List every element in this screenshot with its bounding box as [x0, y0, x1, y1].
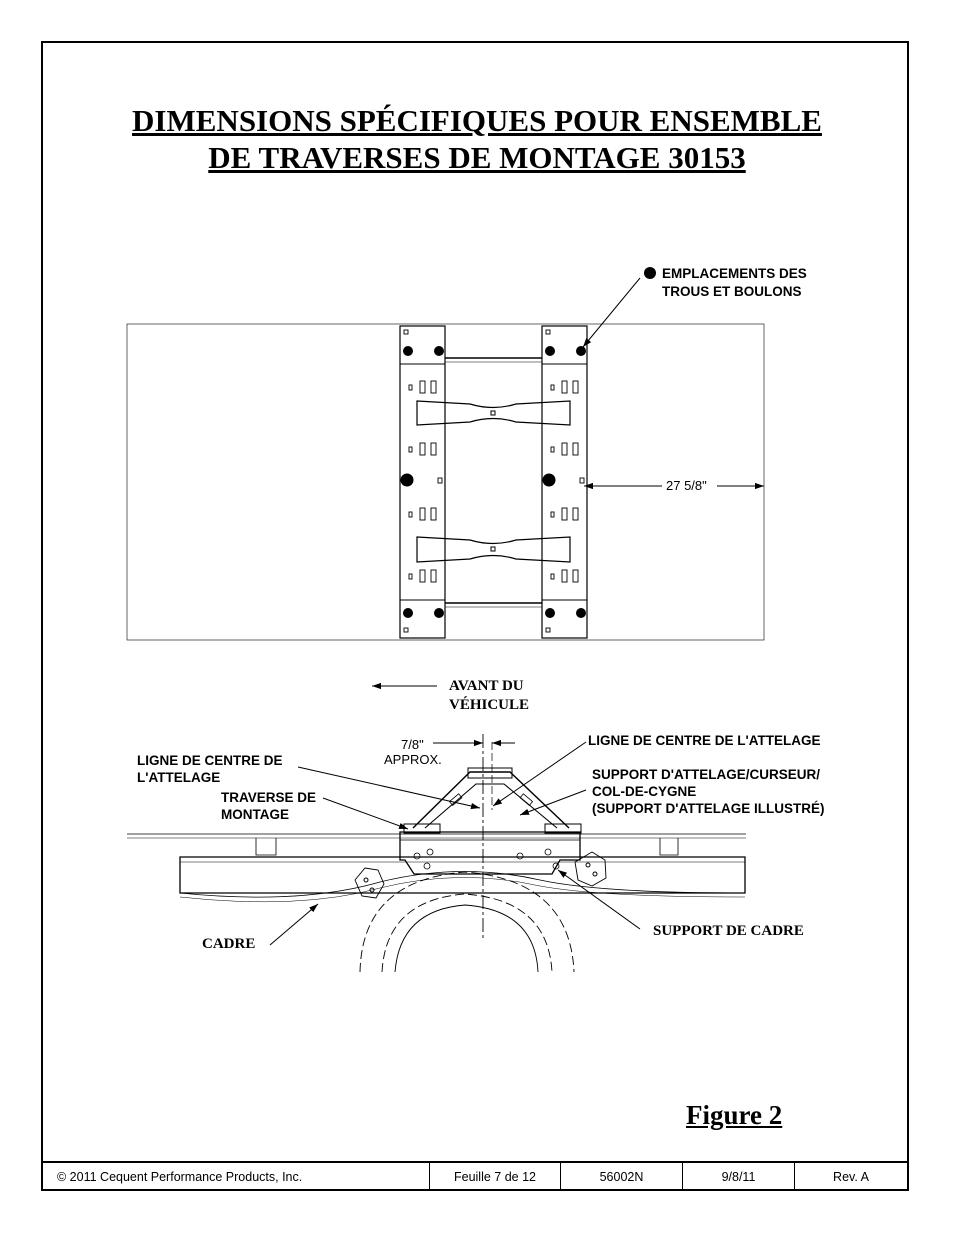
footer-sheet: Feuille 7 de 12 [430, 1163, 561, 1191]
legend-label-line2: TROUS ET BOULONS [662, 284, 802, 299]
frame-support-label: SUPPORT DE CADRE [653, 923, 804, 939]
cross-plate-upper [416, 400, 571, 426]
leader-centerline-left [297, 766, 481, 810]
dimension-label: 27 5/8" [666, 478, 707, 493]
support-label-line3: (SUPPORT D'ATTELAGE ILLUSTRÉ) [592, 801, 825, 816]
page-title-line1: DIMENSIONS SPÉCIFIQUES POUR ENSEMBLE [132, 103, 822, 138]
support-label-line2: COL-DE-CYGNE [592, 784, 697, 799]
vehicle-frame [179, 856, 746, 894]
centerline-right-label: LIGNE DE CENTRE DE L'ATTELAGE [588, 733, 821, 748]
right-rail-bottom-bracket [541, 599, 588, 639]
leader-frame-support [557, 869, 641, 930]
top-view [126, 267, 765, 641]
front-label-line1: AVANT DU [449, 678, 524, 694]
footer-date: 9/8/11 [683, 1163, 795, 1191]
bolt-locations [400, 346, 586, 618]
side-view [127, 682, 746, 973]
right-rail-top-bracket [541, 325, 588, 365]
offset-note: APPROX. [384, 752, 442, 767]
page-border [41, 41, 909, 1191]
left-rail-bottom-bracket [399, 599, 446, 639]
crossmember-label-line2: MONTAGE [221, 807, 289, 822]
centerline-left-line1: LIGNE DE CENTRE DE [137, 753, 283, 768]
hitch-support [412, 771, 570, 829]
leader-frame [269, 903, 319, 946]
crossmember-label-line1: TRAVERSE DE [221, 790, 317, 805]
crossmember [399, 831, 581, 875]
offset-value: 7/8" [401, 737, 424, 752]
page-title-line2: DE TRAVERSES DE MONTAGE 30153 [208, 140, 746, 175]
frame-label: CADRE [202, 936, 256, 952]
footer-copyright: © 2011 Cequent Performance Products, Inc… [43, 1163, 430, 1191]
leader-support [519, 789, 587, 816]
footer-revision: Rev. A [833, 1170, 869, 1184]
cross-plate-lower [416, 536, 571, 563]
left-rail-top-bracket [399, 325, 446, 365]
legend-label-line1: EMPLACEMENTS DES [662, 266, 807, 281]
figure-label: Figure 2 [686, 1100, 783, 1130]
legend-leader [582, 277, 641, 348]
leader-crossmember [322, 797, 409, 830]
legend-dot [644, 267, 656, 279]
footer: © 2011 Cequent Performance Products, Inc… [43, 1161, 907, 1191]
leader-centerline-right [492, 741, 587, 807]
centerline-left-line2: L'ATTELAGE [137, 770, 221, 785]
front-label-line2: VÉHICULE [449, 697, 530, 713]
footer-doc-number: 56002N [561, 1163, 683, 1191]
support-label-line1: SUPPORT D'ATTELAGE/CURSEUR/ [592, 767, 820, 782]
truck-bed-outline [126, 323, 765, 641]
